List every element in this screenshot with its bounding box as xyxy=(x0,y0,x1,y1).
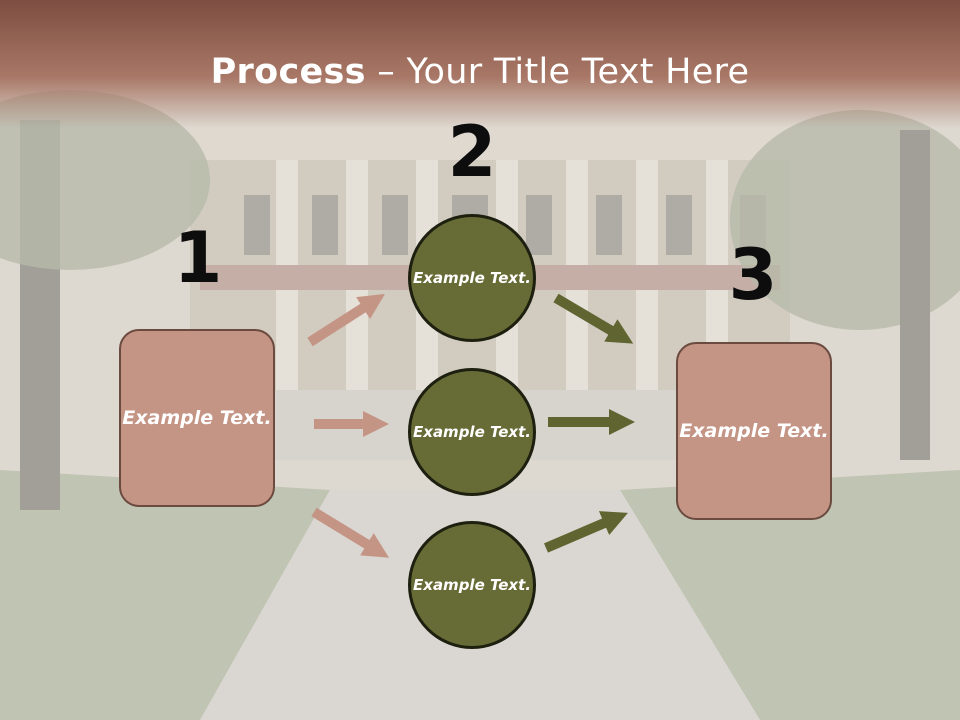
circle-bottom: Example Text. xyxy=(408,521,536,649)
title-banner xyxy=(0,0,960,128)
step-number-3: 3 xyxy=(728,234,778,316)
left-box: Example Text. xyxy=(119,329,275,507)
step-number-1: 1 xyxy=(173,217,223,299)
left-box-text: Example Text. xyxy=(122,406,272,429)
arrow-left-to-bottom xyxy=(311,507,390,558)
title-rest: – Your Title Text Here xyxy=(365,52,750,92)
arrow-top-to-right xyxy=(553,293,634,344)
step-number-2: 2 xyxy=(447,111,497,193)
arrow-bottom-to-right xyxy=(544,511,628,553)
right-box: Example Text. xyxy=(676,342,832,520)
circle-top: Example Text. xyxy=(408,214,536,342)
circle-middle-text: Example Text. xyxy=(413,422,531,441)
circle-bottom-text: Example Text. xyxy=(413,575,531,594)
title-bold: Process xyxy=(210,52,366,92)
circle-middle: Example Text. xyxy=(408,368,536,496)
arrow-left-to-top xyxy=(307,293,385,347)
slide-title: Process – Your Title Text Here xyxy=(0,52,960,92)
right-box-text: Example Text. xyxy=(679,419,829,442)
circle-top-text: Example Text. xyxy=(413,268,531,287)
